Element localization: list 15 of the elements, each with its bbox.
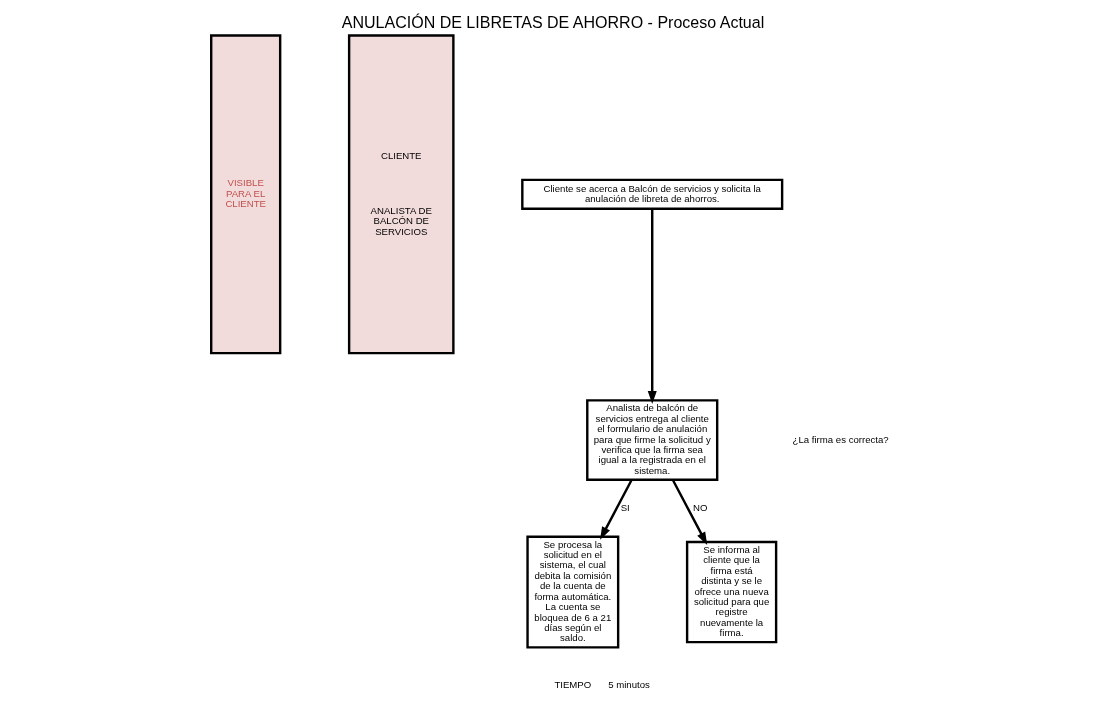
diagram-title: ANULACIÓN DE LIBRETAS DE AHORRO - Proceso Actual xyxy=(341,12,764,31)
arrow xyxy=(599,479,633,540)
node-box: VISIBLE PARA EL CLIENTE xyxy=(209,34,281,355)
node-box: Se procesa la solicitud en el sistema, el cual debita la comisión de la cuenta de forma automática. La cuenta se bloquea de 6 a 21 días según el saldo. xyxy=(525,535,619,649)
node-box: Se informa al cliente que la firma está distinta y se le ofrece una nueva solicitud para que registre nuevamente la firma. xyxy=(685,540,777,644)
node-box: CLIENTE ANALISTA DE BALCÓN DE SERVICIOS xyxy=(347,34,455,355)
edge-label: SI xyxy=(620,501,630,513)
node-box: Cliente se acerca a Balcón de servicios y solicita la anulación de libreta de ahorros. xyxy=(520,178,783,210)
node-box: Analista de balcón de servicios entrega al cliente el formulario de anulación para que firme la solicitud y verifica que la firma sea igual a la registrada en el sistema. xyxy=(585,399,718,481)
label: 5 minutos xyxy=(607,678,650,690)
arrow xyxy=(647,208,657,404)
edge-label: NO xyxy=(692,501,707,513)
label: TIEMPO xyxy=(553,678,591,690)
arrow xyxy=(671,479,707,546)
label: ¿La firma es correcta? xyxy=(792,433,889,445)
